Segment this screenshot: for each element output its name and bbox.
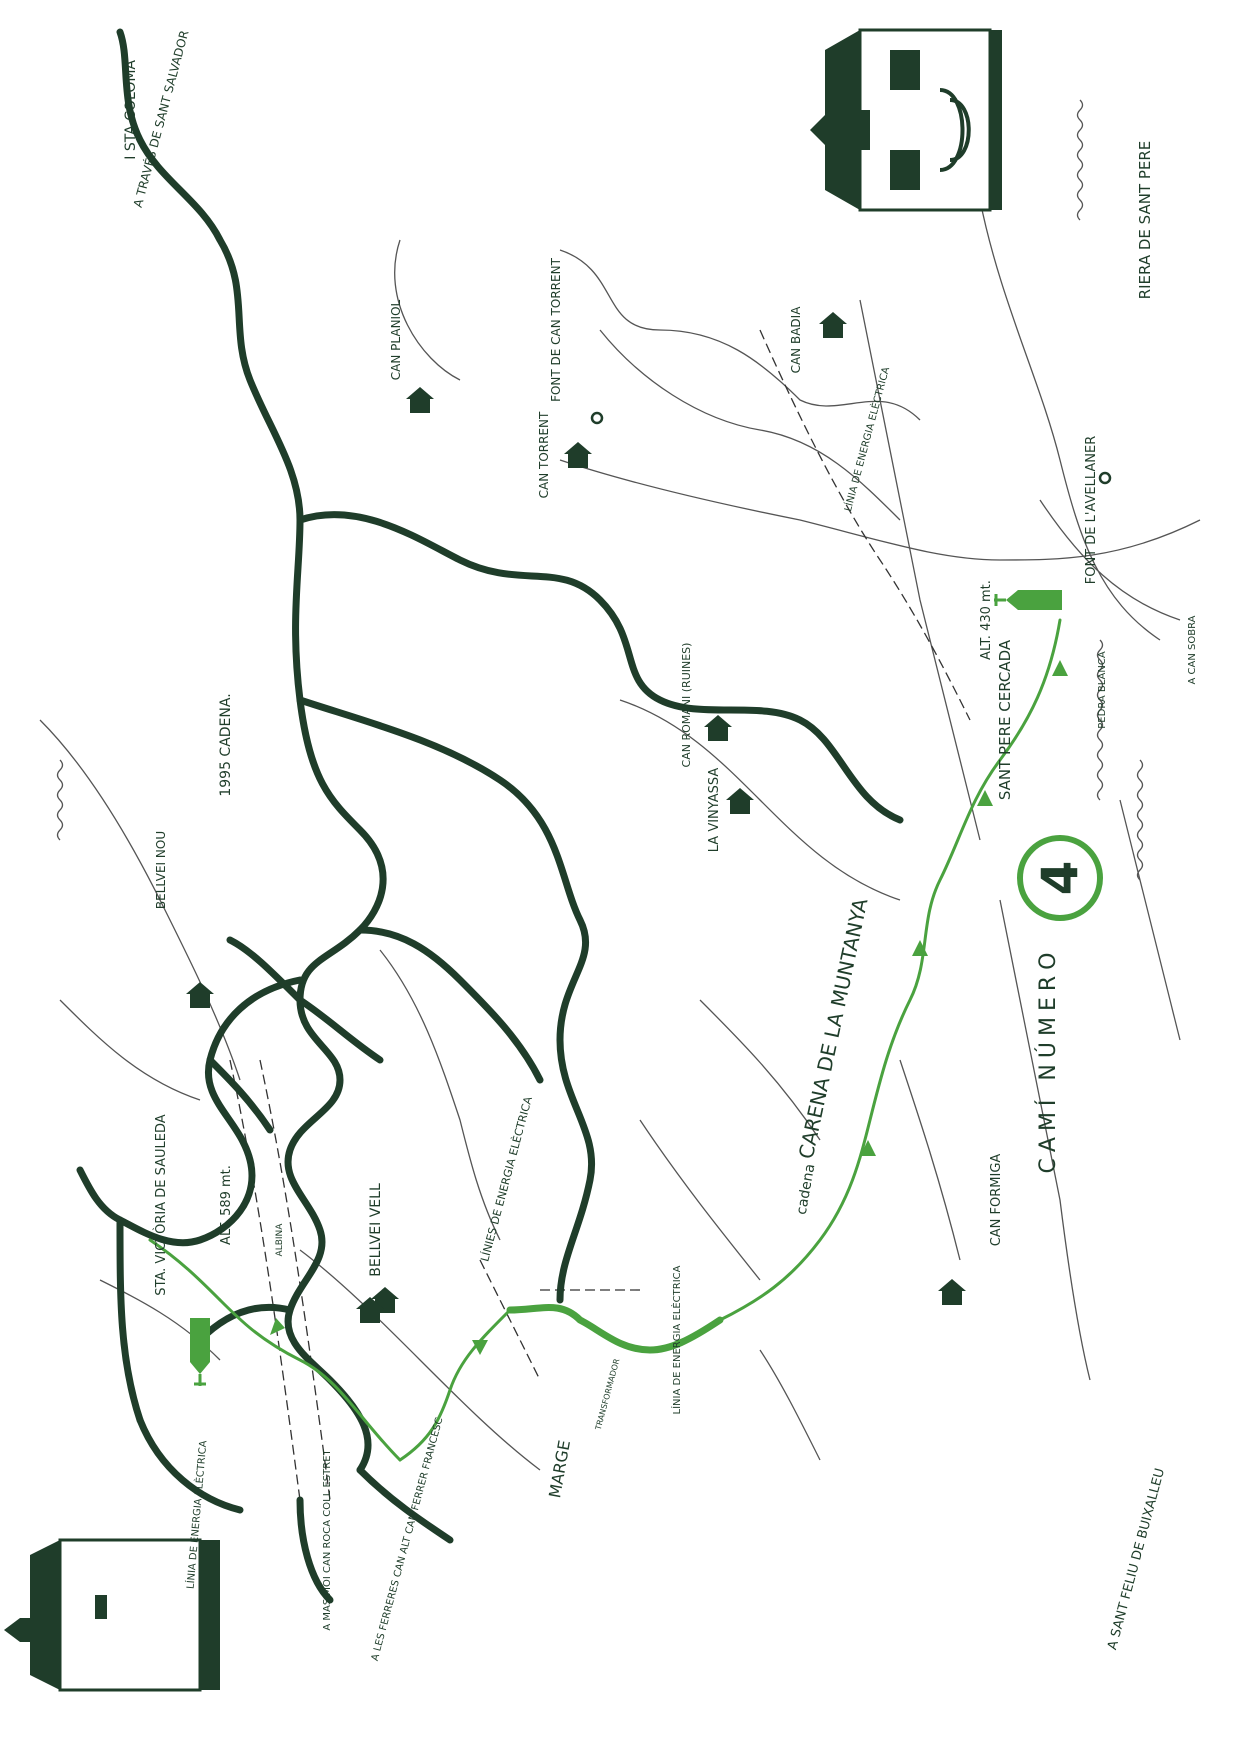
label-linies-energia: LÍNIES DE ENERGIA ELÈCTRICA	[478, 1095, 535, 1263]
label-mas-moi: A MAS MOI CAN ROCA COLL ESTRET	[322, 1448, 333, 1630]
label-transformador: TRANSFORMADOR	[593, 1357, 621, 1432]
house-icons	[186, 312, 966, 1323]
label-alt-589: ALT. 589 mt.	[219, 1165, 234, 1245]
label-can-badia: CAN BADIA	[789, 306, 803, 374]
house-icon	[704, 715, 732, 741]
label-pedra-blanca: PEDRA BLANCA	[1097, 651, 1108, 729]
house-icon	[819, 312, 847, 338]
label-carena: CARENA DE LA MUNTANYA	[794, 896, 873, 1161]
minor-paths	[39, 199, 1201, 1471]
house-icon	[406, 387, 434, 413]
label-la-vinyassa: LA VINYASSA	[707, 768, 722, 853]
label-font-avellaner: FONT DE L'AVELLANER	[1084, 436, 1099, 585]
label-linia-energia-1: LÍNIA DE ENERGIA ELÈCTRICA	[670, 1265, 683, 1414]
label-sta-coloma: I STA COLOMA	[123, 60, 139, 160]
route-title: CAMÍ NÚMERO	[1035, 947, 1061, 1174]
sta-victoria-chapel-drawing	[4, 1538, 220, 1692]
river-lines	[56, 99, 1144, 881]
house-icon	[938, 1279, 966, 1305]
label-marge: MARGE	[545, 1439, 574, 1500]
label-sant-feliu: A SANT FELIU DE BUIXALLEU	[1105, 1467, 1168, 1652]
label-a-can-sobra: A CAN SOBRA	[1187, 615, 1198, 684]
house-icon	[564, 442, 592, 468]
label-bellvei-nou: BELLVEI NOU	[154, 831, 168, 909]
chapel-icons	[190, 590, 1062, 1386]
label-cadena: cadena	[794, 1163, 819, 1216]
spring-icon	[1098, 471, 1112, 485]
label-sant-pere-cercada: SANT PERE CERCADA	[996, 639, 1014, 800]
label-font-can-torrent: FONT DE CAN TORRENT	[549, 257, 563, 401]
green-route	[148, 618, 1062, 1462]
chapel-icon	[190, 1318, 210, 1386]
route-number: 4	[1031, 861, 1089, 896]
sant-pere-church-drawing	[810, 28, 1002, 212]
label-a-sant-salvador: A TRAVÉS DE SANT SALVADOR	[130, 29, 192, 209]
house-icon	[726, 788, 754, 814]
label-alt-430: ALT. 430 mt.	[979, 580, 994, 660]
chapel-icon	[994, 590, 1062, 610]
label-bellvei-vell: BELLVEI VELL	[368, 1183, 384, 1277]
house-icon	[356, 1297, 384, 1323]
spring-icon	[590, 411, 604, 425]
label-can-torrent: CAN TORRENT	[537, 411, 551, 498]
label-riera-sant-pere: RIERA DE SANT PERE	[1136, 141, 1154, 300]
label-sta-victoria: STA. VICTÒRIA DE SAULEDA	[153, 1114, 169, 1295]
route-number-badge: 4	[1017, 835, 1103, 921]
label-linia-energia-2: LÍNIA DE ENERGIA ELÈCTRICA	[841, 365, 892, 512]
power-lines	[229, 329, 971, 1501]
house-icon	[186, 982, 214, 1008]
label-can-planiol: CAN PLANIOL	[389, 299, 403, 380]
label-can-formiga: CAN FORMIGA	[989, 1154, 1004, 1247]
spring-icons	[590, 411, 1112, 485]
label-albina: ALBINA	[275, 1223, 285, 1257]
label-can-romani: CAN ROMANI (RUINES)	[680, 643, 693, 768]
label-cadena-1995: 1995 CADENA.	[218, 693, 234, 796]
dark-route	[76, 28, 904, 1604]
route-arrows	[270, 660, 1068, 1355]
